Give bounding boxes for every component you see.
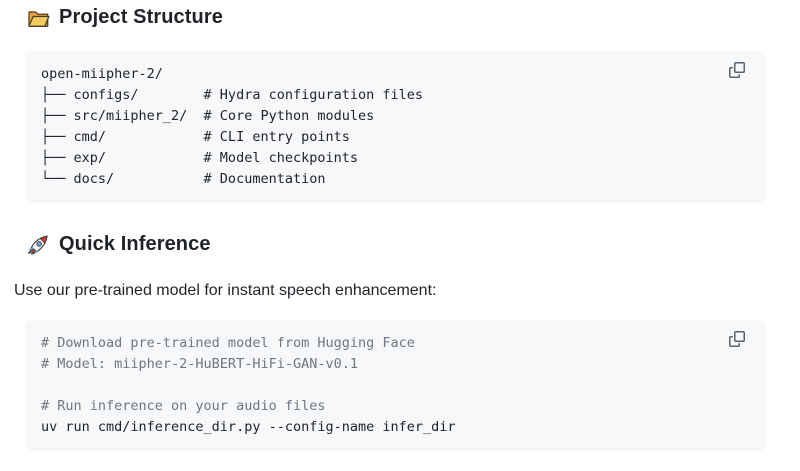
code-block-quick-inference: # Download pre-trained model from Huggin… (25, 320, 766, 451)
section-title: Project Structure (59, 6, 223, 28)
section-heading-quick-inference: Quick Inference (14, 232, 800, 257)
copy-button[interactable] (727, 60, 747, 80)
copy-icon (729, 331, 745, 347)
intro-paragraph: Use our pre-trained model for instant sp… (14, 282, 437, 299)
copy-button[interactable] (727, 329, 747, 349)
copy-icon (729, 62, 745, 78)
open-folder-icon (26, 6, 50, 30)
code-block-project-structure: open-miipher-2/├── configs/ # Hydra conf… (25, 51, 766, 203)
code-content: # Download pre-trained model from Huggin… (41, 333, 750, 438)
section-title: Quick Inference (59, 233, 211, 255)
code-content: open-miipher-2/├── configs/ # Hydra conf… (41, 64, 750, 190)
code-text: # Download pre-trained model from Huggin… (41, 335, 456, 435)
code-text: open-miipher-2/├── configs/ # Hydra conf… (41, 66, 424, 187)
readme-content: Project Structure open-miipher-2/├── con… (14, 5, 800, 451)
rocket-icon (26, 233, 50, 257)
section-heading-project-structure: Project Structure (14, 5, 800, 30)
